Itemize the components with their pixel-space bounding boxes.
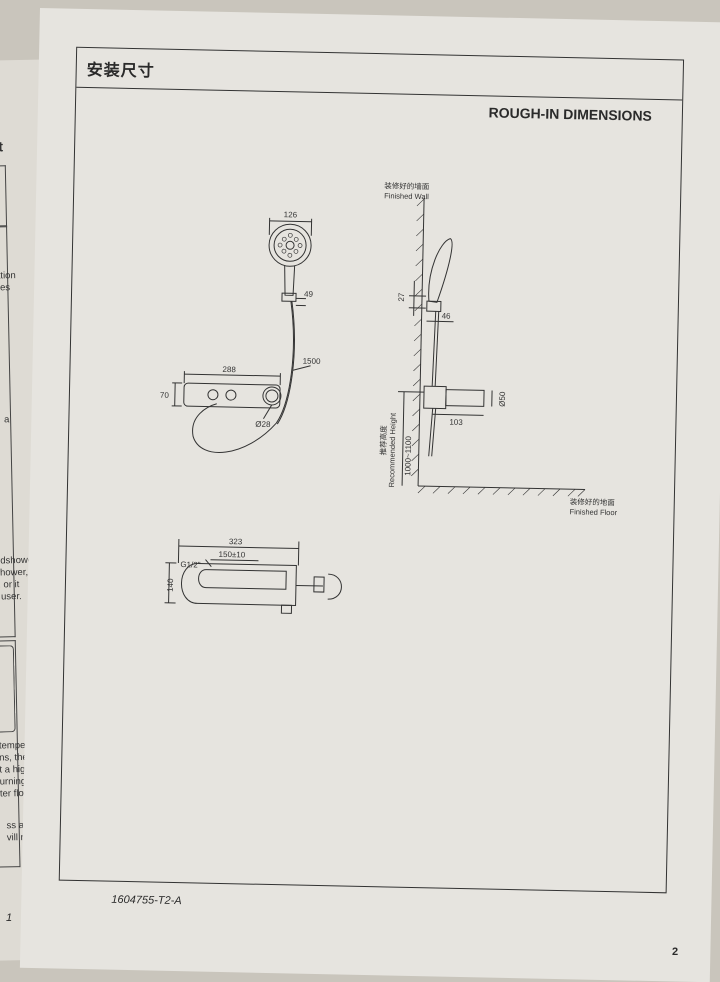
left-inner-rect	[0, 645, 16, 733]
handshower-drawing	[171, 216, 314, 454]
document-code: 1604755-T2-A	[111, 894, 182, 907]
dim-overall: 323	[229, 537, 243, 546]
dim-hose: 1500	[303, 357, 322, 366]
left-page-number: 1	[6, 912, 12, 924]
page-number: 2	[672, 946, 678, 958]
dim-spacing: 150±10	[219, 550, 246, 560]
dim-height-value: 1000~1100	[403, 435, 413, 475]
main-page: 安装尺寸 ROUGH-IN DIMENSIONS	[20, 8, 720, 982]
dim-body-width: 288	[222, 365, 236, 374]
left-box-top	[0, 165, 7, 228]
dim-head-width: 126	[284, 210, 298, 219]
dim-bracket-gap: 27	[397, 292, 406, 302]
dim-outlet-depth: 103	[449, 418, 463, 427]
label-floor-en: Finished Floor	[569, 507, 617, 517]
left-fragment: ation ves ,	[0, 270, 16, 306]
label-floor-cn: 装修好的地面	[570, 496, 616, 507]
dim-thread: G1/2"	[180, 560, 201, 569]
dim-rail: 46	[442, 311, 452, 320]
label-wall-cn: 装修好的墙面	[384, 180, 430, 191]
dim-height: 140	[166, 578, 175, 592]
dim-holder: 49	[304, 290, 314, 299]
label-wall-en: Finished Wall	[384, 191, 429, 201]
side-view-drawing	[396, 198, 591, 497]
technical-drawings: 126 49 1500 288 70 Ø28 装修好的墙面 Finished W…	[21, 8, 720, 922]
left-fragment: a	[4, 414, 10, 426]
dim-body-height: 70	[160, 391, 170, 400]
top-view-drawing	[164, 539, 342, 615]
dim-knob: Ø28	[255, 420, 271, 429]
label-height-en: Recommended Height	[387, 412, 398, 488]
left-fragment: t	[0, 140, 3, 152]
dim-outlet-dia: Ø50	[498, 391, 507, 407]
label-height-cn: 推荐高度	[378, 425, 389, 456]
